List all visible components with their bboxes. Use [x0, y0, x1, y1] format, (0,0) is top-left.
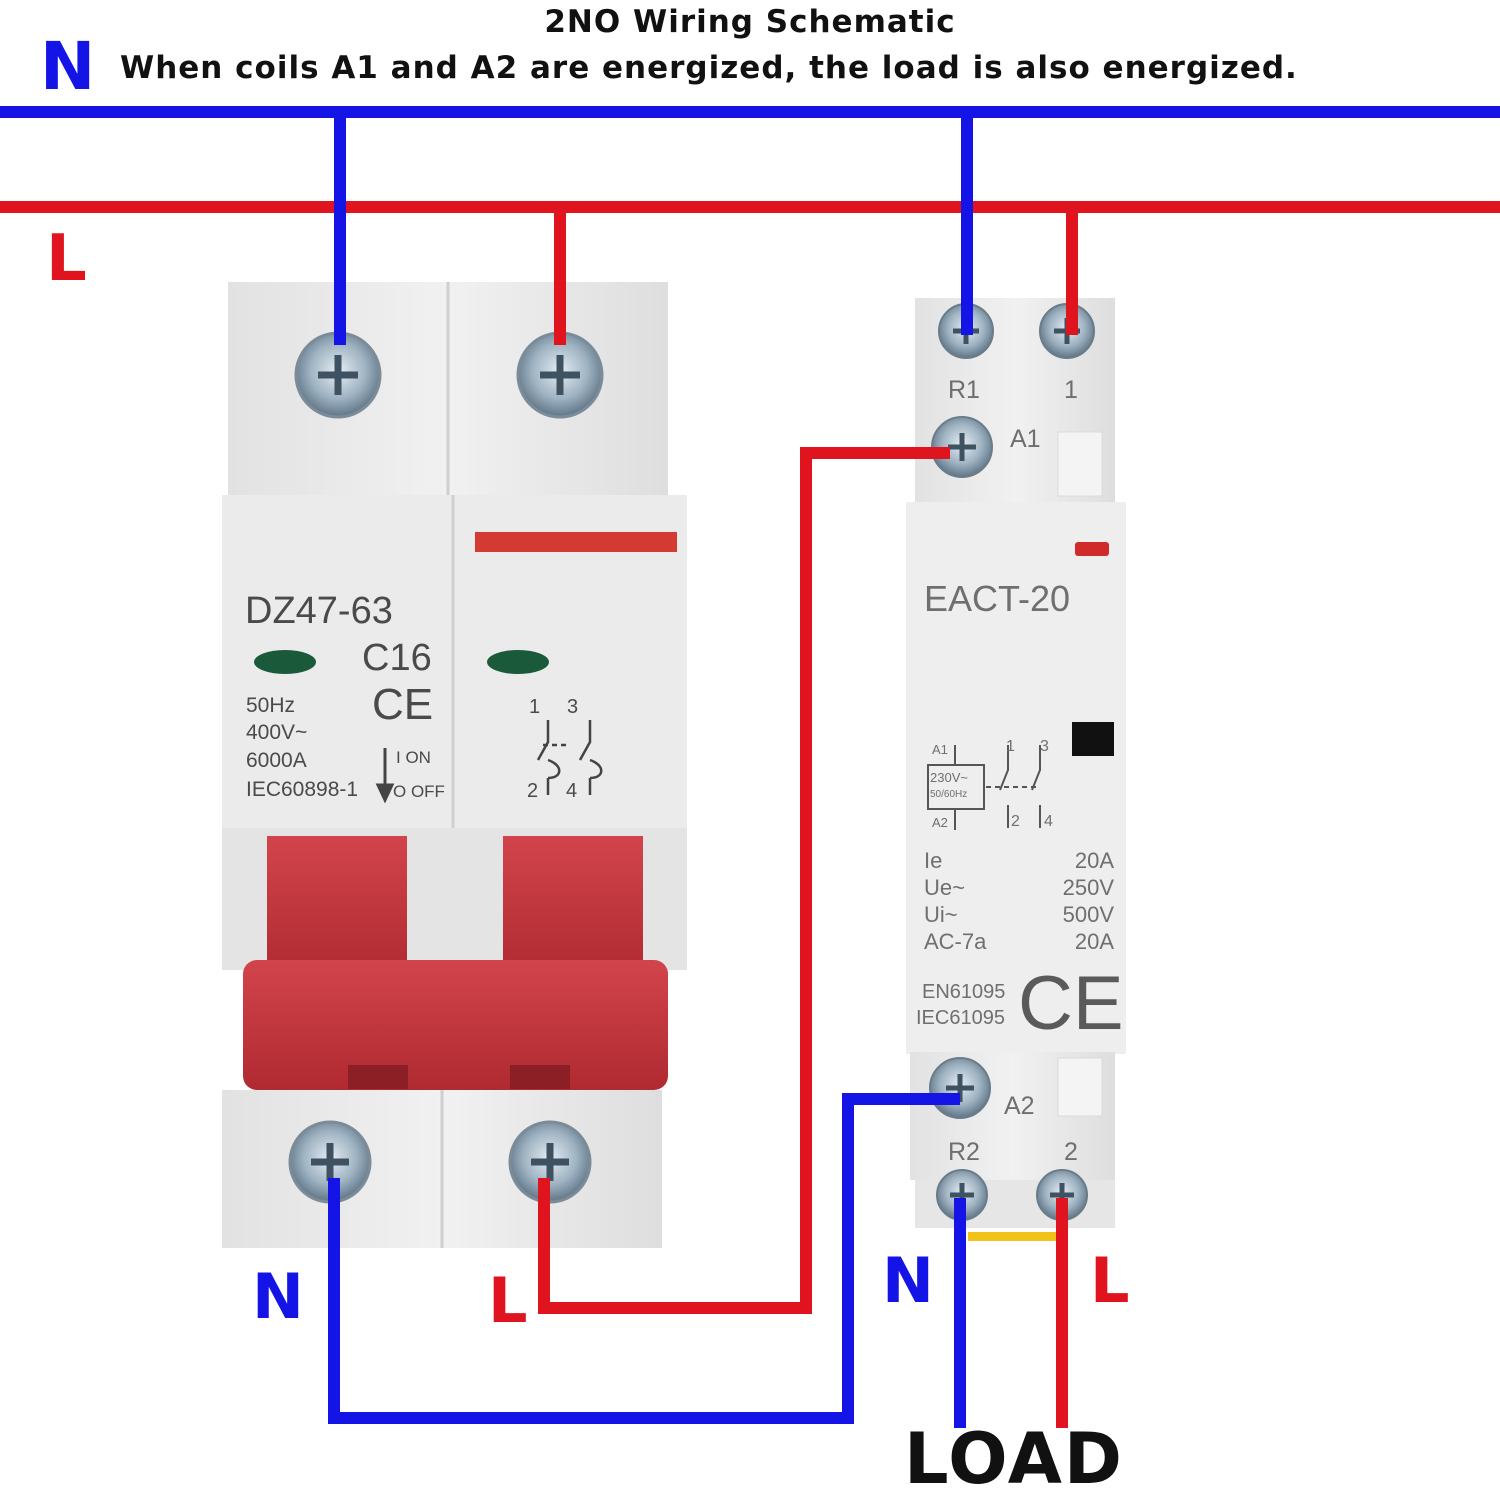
diagram-subtitle: When coils A1 and A2 are energized, the …	[120, 50, 1298, 86]
breaker-out-neutral-label: N	[252, 1260, 304, 1333]
contactor-window	[1072, 722, 1114, 756]
load-line-label: L	[1090, 1244, 1130, 1317]
spec-row: Ui~ 500V	[924, 902, 1114, 929]
coil-a2-neutral-wire	[328, 1093, 960, 1424]
spec-value: 20A	[1074, 929, 1114, 954]
contactor-terminal-r1: R1	[948, 376, 980, 404]
breaker-handle	[243, 960, 668, 1090]
coil-voltage: 230V~	[930, 770, 968, 785]
screw-icon	[1036, 1169, 1088, 1221]
contactor-terminal-a1: A1	[1010, 425, 1041, 453]
contactor-terminal-r2: R2	[948, 1138, 980, 1166]
screw-icon	[294, 331, 382, 419]
contactor-ce-mark: CE	[1018, 961, 1124, 1046]
spec-key: Ie	[924, 848, 943, 873]
screw-icon	[516, 331, 604, 419]
contactor-spec-table: Ie 20A Ue~ 250V Ui~ 500V AC-7a 20A	[924, 848, 1114, 956]
schematic-terminal-1: 1	[1006, 738, 1015, 755]
breaker-terminal-2: 2	[527, 780, 539, 802]
neutral-rail-label: N	[40, 28, 96, 105]
diagram-title: 2NO Wiring Schematic	[544, 4, 956, 40]
spec-value: 250V	[1062, 875, 1114, 900]
on-off-arrow-icon	[375, 748, 395, 804]
breaker-on-label: I ON	[396, 748, 431, 767]
schematic-terminal-3: 3	[1040, 738, 1049, 755]
contactor-coil-symbol	[927, 745, 1041, 830]
breaker-standard: IEC60898-1	[246, 778, 359, 801]
spec-value: 20A	[1074, 848, 1114, 873]
contactor-face	[906, 502, 1126, 1054]
spec-key: Ue~	[924, 875, 965, 900]
load-label: LOAD	[904, 1418, 1125, 1500]
breaker-terminal-3: 3	[567, 696, 579, 718]
line-rail-label: L	[46, 222, 87, 296]
breaker-indicator-left	[254, 650, 316, 674]
screw-icon	[929, 1057, 991, 1119]
spec-row: AC-7a 20A	[924, 929, 1114, 956]
schematic-terminal-2: 2	[1011, 813, 1020, 830]
spec-row: Ue~ 250V	[924, 875, 1114, 902]
breaker-off-label: O OFF	[393, 782, 445, 801]
screw-icon	[508, 1120, 592, 1204]
coil-a1-line-wire	[538, 447, 950, 1314]
breaker-terminal-1: 1	[529, 696, 541, 718]
breaker-rating: C16	[362, 637, 432, 679]
breaker-terminal-4: 4	[566, 780, 578, 802]
breaker-ce-mark: CE	[372, 680, 434, 729]
contactor-yellow-strip	[968, 1232, 1056, 1241]
breaker-model: DZ47-63	[245, 590, 393, 632]
spec-key: AC-7a	[924, 929, 987, 954]
spec-value: 500V	[1062, 902, 1114, 927]
load-neutral-label: N	[882, 1244, 934, 1317]
spec-key: Ui~	[924, 902, 958, 927]
breaker-indicator-right	[487, 650, 549, 674]
breaker-lever-right	[503, 836, 643, 976]
contactor-standard-iec: IEC61095	[916, 1007, 1005, 1029]
breaker-pole-symbol	[536, 720, 603, 795]
schematic-terminal-4: 4	[1044, 813, 1053, 830]
contactor-standard-en: EN61095	[922, 981, 1006, 1003]
breaker-frequency: 50Hz	[246, 694, 296, 717]
contactor-terminal-2: 2	[1064, 1138, 1078, 1166]
spec-row: Ie 20A	[924, 848, 1114, 875]
breaker-red-bar	[475, 532, 677, 552]
coil-frequency: 50/60Hz	[930, 789, 968, 800]
contactor-terminal-a2: A2	[1004, 1092, 1035, 1120]
breaker-voltage: 400V~	[246, 721, 308, 744]
contactor-terminal-1: 1	[1064, 376, 1078, 404]
breaker-lever-left	[267, 836, 407, 976]
contactor	[906, 298, 1126, 1241]
breaker-out-line-label: L	[488, 1264, 528, 1337]
breaker-capacity: 6000A	[246, 749, 307, 772]
coil-label-a2: A2	[932, 815, 948, 830]
contactor-model: EACT-20	[924, 578, 1071, 619]
circuit-breaker	[222, 282, 687, 1248]
contactor-indicator	[1075, 542, 1109, 556]
coil-label-a1: A1	[932, 742, 948, 757]
